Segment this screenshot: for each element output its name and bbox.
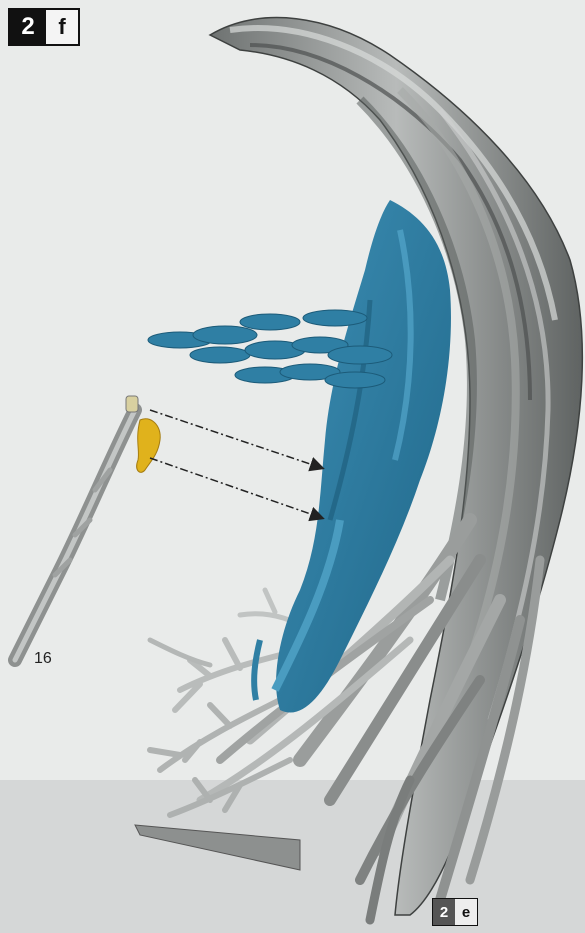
figure-badge-bottom-number: 2 [433,899,455,925]
arrow-lower [150,458,322,518]
figure-badge-top-letter: f [46,10,78,44]
figure-badge-bottom: 2 e [432,898,478,926]
arrow-upper [150,410,322,468]
detached-strand [15,410,135,660]
blue-region [148,200,451,713]
marker-cap [126,396,138,412]
figure-badge-top: 2 f [8,8,80,46]
yellow-marker [137,419,161,473]
blue-lobule-cluster [148,310,392,388]
detail-label: 16 [34,650,52,668]
figure-badge-bottom-letter: e [455,899,477,925]
figure-badge-top-number: 2 [10,10,46,44]
